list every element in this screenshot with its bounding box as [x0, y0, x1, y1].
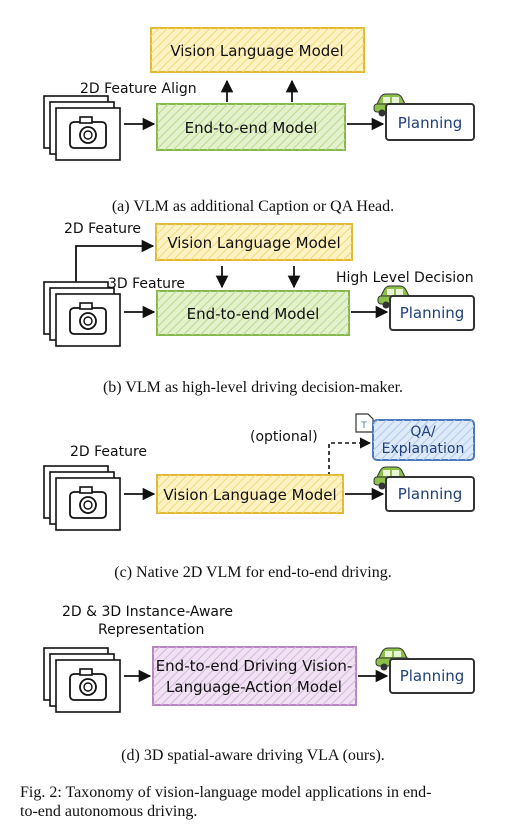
vla-label-line2: Language-Action Model	[166, 678, 342, 696]
svg-text:T: T	[360, 421, 367, 431]
feature3d-label: 3D Feature	[108, 276, 185, 292]
planning-label: Planning	[398, 485, 463, 503]
arrow-2d-feature-to-vlm	[75, 239, 155, 288]
figure-caption-line2: to-end autonomous driving.	[20, 803, 197, 820]
caption-b: (b) VLM as high-level driving decision-m…	[103, 379, 403, 396]
vlm-label: Vision Language Model	[163, 486, 336, 504]
planning-label: Planning	[400, 667, 465, 685]
planning-box: Planning	[385, 103, 475, 141]
planning-box: Planning	[385, 476, 475, 512]
feature2d-label: 2D Feature	[64, 221, 141, 237]
e2e-label: End-to-end Model	[185, 119, 318, 137]
camera-stack-icon	[43, 95, 121, 161]
panel-c: (optional) T QA/ Explanation 2D Feature …	[43, 413, 475, 581]
decision-label: High Level Decision	[336, 270, 474, 286]
dashed-arrow-to-qa	[328, 437, 372, 476]
panel-b: 2D Feature Vision Language Model 3D Feat…	[43, 221, 475, 396]
caption-a: (a) VLM as additional Caption or QA Head…	[112, 198, 394, 215]
planning-box: Planning	[389, 295, 475, 331]
qa-label-line1: QA/	[410, 424, 436, 440]
feature-label-line2: Representation	[98, 622, 204, 638]
vla-box: End-to-end Driving Vision- Language-Acti…	[152, 646, 357, 706]
feature2d-label: 2D Feature	[70, 444, 147, 460]
e2e-box: End-to-end Model	[156, 103, 346, 151]
planning-label: Planning	[398, 114, 463, 132]
e2e-box: End-to-end Model	[156, 290, 350, 336]
camera-stack-icon	[43, 465, 121, 531]
camera-stack-icon	[43, 281, 121, 347]
vlm-label: Vision Language Model	[167, 234, 340, 252]
vlm-box: Vision Language Model	[156, 474, 344, 514]
e2e-label: End-to-end Model	[187, 305, 320, 323]
document-icon: T	[355, 413, 374, 433]
feature-align-label: 2D Feature Align	[80, 81, 197, 97]
qa-box: QA/ Explanation	[372, 419, 475, 461]
vlm-box: Vision Language Model	[155, 223, 353, 261]
vlm-box: Vision Language Model	[150, 27, 365, 73]
planning-box: Planning	[389, 658, 475, 694]
camera-stack-icon	[43, 647, 121, 713]
qa-label-line2: Explanation	[382, 441, 465, 457]
panel-d: 2D & 3D Instance-Aware Representation En…	[43, 604, 475, 764]
optional-label: (optional)	[250, 429, 318, 445]
caption-d: (d) 3D spatial-aware driving VLA (ours).	[121, 747, 385, 764]
feature-label-line1: 2D & 3D Instance-Aware	[62, 604, 233, 620]
vlm-label: Vision Language Model	[170, 42, 343, 60]
vla-label-line1: End-to-end Driving Vision-	[156, 657, 353, 675]
caption-c: (c) Native 2D VLM for end-to-end driving…	[114, 564, 391, 581]
panel-a: Vision Language Model 2D Feature Align E…	[43, 27, 475, 215]
figure-caption-line1: Fig. 2: Taxonomy of vision-language mode…	[20, 784, 431, 801]
planning-label: Planning	[400, 304, 465, 322]
